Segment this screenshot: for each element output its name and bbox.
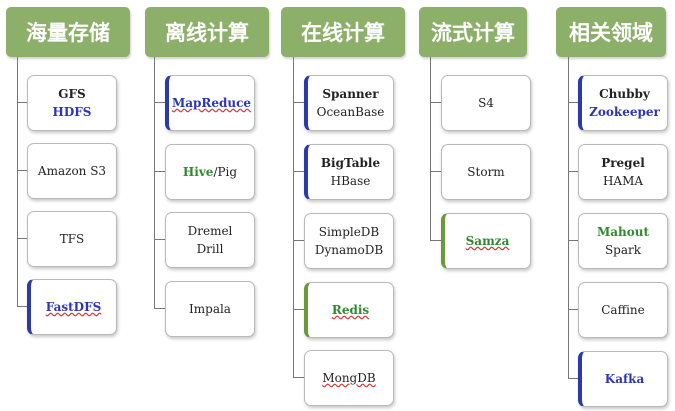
connector-branch bbox=[568, 240, 578, 241]
connector-branch bbox=[568, 171, 578, 172]
connector-branch bbox=[293, 309, 304, 310]
tech-box-amazon-s3: Amazon S3 bbox=[27, 143, 117, 199]
connector-branch bbox=[293, 377, 304, 378]
tech-name: Dremel bbox=[187, 224, 233, 238]
connector-branch bbox=[430, 102, 441, 103]
connector-trunk bbox=[17, 57, 18, 306]
tech-box-samza: Samza bbox=[441, 213, 531, 269]
tech-box-kafka: Kafka bbox=[578, 351, 668, 407]
tech-box-spanner-oceanbase: Spanner OceanBase bbox=[304, 75, 394, 131]
connector-branch bbox=[293, 102, 304, 103]
tech-name: Mahout bbox=[596, 225, 650, 239]
connector-branch bbox=[293, 171, 304, 172]
connector-branch bbox=[568, 102, 578, 103]
connector-branch bbox=[154, 308, 165, 309]
tech-name: Pregel bbox=[601, 156, 645, 170]
tech-box-hive-pig: Hive/Pig bbox=[165, 144, 255, 200]
tech-name: S4 bbox=[478, 96, 494, 110]
tech-name: Caffine bbox=[601, 303, 645, 317]
tech-box-impala: Impala bbox=[165, 281, 255, 337]
tech-name: FastDFS bbox=[45, 300, 102, 314]
tech-name: Drill bbox=[196, 242, 224, 256]
tech-box-mongdb: MongDB bbox=[304, 350, 394, 406]
tech-name: HAMA bbox=[602, 174, 644, 188]
column-header: 海量存储 bbox=[6, 7, 130, 57]
tech-name: Hive bbox=[182, 165, 214, 179]
tech-name: Impala bbox=[189, 302, 231, 316]
connector-trunk bbox=[154, 57, 155, 308]
tech-name: HBase bbox=[330, 174, 371, 188]
tech-box-s4: S4 bbox=[441, 75, 531, 131]
connector-branch bbox=[154, 171, 165, 172]
tech-box-storm: Storm bbox=[441, 144, 531, 200]
tech-box-bigtable-hbase: BigTable HBase bbox=[304, 144, 394, 200]
tech-name: Redis bbox=[331, 303, 370, 317]
tech-name: SimpleDB bbox=[318, 225, 380, 239]
tech-name: Samza bbox=[465, 234, 510, 248]
tech-box-chubby-zookeeper: Chubby Zookeeper bbox=[578, 75, 668, 131]
tech-name: Kafka bbox=[604, 372, 645, 386]
connector-branch bbox=[17, 306, 27, 307]
tech-name: Amazon S3 bbox=[37, 164, 107, 178]
connector-branch bbox=[17, 102, 27, 103]
connector-trunk bbox=[430, 57, 431, 240]
connector-branch bbox=[430, 171, 441, 172]
tech-name: Zookeeper bbox=[589, 105, 660, 119]
column-header: 离线计算 bbox=[145, 7, 269, 57]
connector-branch bbox=[568, 378, 578, 379]
tech-box-pregel-hama: Pregel HAMA bbox=[578, 144, 668, 200]
column-header: 相关领域 bbox=[556, 7, 666, 57]
tech-name: Spanner bbox=[322, 87, 379, 101]
tech-name: BigTable bbox=[320, 156, 381, 170]
connector-branch bbox=[568, 309, 578, 310]
tech-name: MongDB bbox=[322, 371, 376, 385]
tech-name: /Pig bbox=[213, 165, 238, 179]
tech-box-mapreduce: MapReduce bbox=[165, 75, 255, 131]
tech-box-simpledb-dynamodb: SimpleDB DynamoDB bbox=[304, 213, 394, 269]
tech-name: OceanBase bbox=[316, 105, 385, 119]
tech-box-gfs-hdfs: GFS HDFS bbox=[27, 75, 117, 131]
column-header: 在线计算 bbox=[281, 7, 405, 57]
connector-branch bbox=[17, 238, 27, 239]
connector-trunk bbox=[293, 57, 294, 377]
tech-name: Spark bbox=[604, 243, 642, 257]
tech-box-fastdfs: FastDFS bbox=[27, 279, 117, 335]
tech-box-dremel-drill: Dremel Drill bbox=[165, 212, 255, 268]
tech-box-tfs: TFS bbox=[27, 211, 117, 267]
tech-name: DynamoDB bbox=[314, 243, 384, 257]
connector-branch bbox=[17, 170, 27, 171]
column-header: 流式计算 bbox=[419, 7, 527, 57]
connector-branch bbox=[430, 240, 441, 241]
tech-box-caffine: Caffine bbox=[578, 282, 668, 338]
tech-name: TFS bbox=[59, 232, 85, 246]
connector-branch bbox=[293, 240, 304, 241]
tech-box-redis: Redis bbox=[304, 282, 394, 338]
connector-branch bbox=[154, 239, 165, 240]
tech-name: MapReduce bbox=[171, 96, 252, 110]
connector-trunk bbox=[568, 57, 569, 378]
tech-name: GFS bbox=[58, 87, 86, 101]
tech-box-mahout-spark: Mahout Spark bbox=[578, 213, 668, 269]
tech-name: HDFS bbox=[52, 105, 92, 119]
connector-branch bbox=[154, 102, 165, 103]
tech-name: Storm bbox=[467, 165, 505, 179]
tech-name: Chubby bbox=[599, 87, 650, 101]
